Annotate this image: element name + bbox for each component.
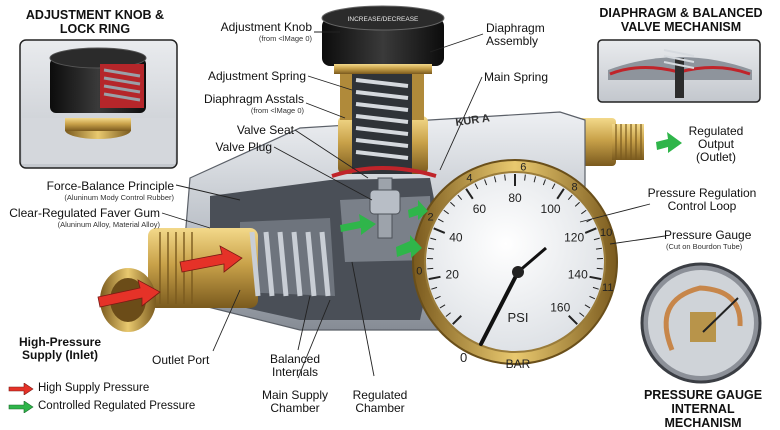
diaphragm-inset-title: DIAPHRAGM & BALANCED VALVE MECHANISM bbox=[598, 6, 764, 34]
regulator-assembly: KUR A INCREASE/DECREASE bbox=[100, 6, 644, 371]
gauge-outer-tick-label: 80 bbox=[508, 191, 522, 205]
gauge-outer-tick-label: 140 bbox=[568, 267, 588, 281]
label-diaphragm-assstals-title: Diaphragm Asstals bbox=[190, 93, 304, 106]
knob-label: INCREASE/DECREASE bbox=[348, 16, 419, 23]
valve-plug bbox=[370, 190, 400, 214]
gauge-inner-tick-label: 6 bbox=[520, 161, 526, 173]
label-pressure-gauge-sub: (Cut on Bourdon Tube) bbox=[664, 242, 770, 251]
knob-inset bbox=[20, 40, 177, 168]
diaphragm-inset bbox=[598, 40, 760, 102]
gauge-inner-tick-label: 2 bbox=[427, 211, 433, 223]
label-outlet-port: Outlet Port bbox=[152, 354, 222, 367]
gauge-outer-tick-label: 60 bbox=[473, 202, 487, 216]
label-clear-regulated-title: Clear-Regulated Faver Gum bbox=[8, 207, 160, 220]
gauge-outer-tick-label: 100 bbox=[541, 202, 561, 216]
label-valve-plug: Valve Plug bbox=[196, 141, 272, 154]
label-valve-seat: Valve Seat bbox=[220, 124, 294, 137]
gauge-inner-tick-label: 11 bbox=[602, 282, 613, 294]
gauge-inset-title: PRESSURE GAUGE INTERNAL MECHANISM bbox=[636, 388, 770, 430]
legend-red-arrow-icon bbox=[8, 383, 34, 395]
label-balanced-internals: Balanced Internals bbox=[258, 353, 332, 379]
gauge-inset bbox=[642, 264, 760, 382]
label-clear-regulated-sub: (Aluninum Alloy, Material Alloy) bbox=[8, 220, 160, 229]
legend-green-arrow-icon bbox=[8, 401, 34, 413]
lock-ring bbox=[334, 64, 432, 74]
gauge-start-tick: 0 bbox=[460, 350, 467, 365]
legend-regulated: Controlled Regulated Pressure bbox=[38, 400, 195, 412]
gauge-outer-tick-label: 20 bbox=[446, 267, 460, 281]
gauge-inner-tick-label: 10 bbox=[600, 227, 612, 239]
label-adjustment-knob-title: Adjustment Knob bbox=[204, 21, 312, 34]
gauge-inner-tick-label: 8 bbox=[571, 182, 577, 194]
regulated-arrow-outlet bbox=[656, 132, 682, 153]
label-diaphragm-assstals-sub: (from <lMage 0) bbox=[190, 106, 304, 115]
label-diaphragm-assstals: Diaphragm Asstals (from <lMage 0) bbox=[190, 93, 304, 115]
label-main-supply-chamber: Main Supply Chamber bbox=[256, 389, 334, 415]
label-force-balance-title: Force-Balance Principle bbox=[10, 180, 174, 193]
leader-diaphragm-assstals bbox=[306, 103, 345, 118]
gauge-tick bbox=[525, 175, 526, 181]
gauge-inset-movement bbox=[690, 312, 716, 342]
label-adjustment-knob: Adjustment Knob (from <lMage 0) bbox=[204, 21, 312, 43]
gauge-unit-bar: BAR bbox=[506, 357, 531, 371]
legend-high-supply: High Supply Pressure bbox=[38, 382, 149, 394]
gauge-outer-tick-label: 120 bbox=[564, 231, 584, 245]
outlet-fitting-thread bbox=[612, 124, 644, 160]
gauge-inner-tick-label: 0 bbox=[416, 265, 422, 277]
label-force-balance: Force-Balance Principle (Aluninum Mody C… bbox=[10, 180, 174, 202]
label-main-spring: Main Spring bbox=[484, 71, 564, 84]
gauge-hub bbox=[512, 266, 524, 278]
label-force-balance-sub: (Aluninum Mody Control Rubber) bbox=[10, 193, 174, 202]
label-pressure-regulation: Pressure Regulation Control Loop bbox=[638, 187, 766, 213]
gauge-inner-tick-label: 4 bbox=[466, 173, 472, 185]
gauge-unit-psi: PSI bbox=[508, 310, 529, 325]
gauge-outer-tick-label: 160 bbox=[550, 300, 570, 314]
label-diaphragm-assembly: Diaphragm Assembly bbox=[486, 22, 550, 48]
gauge-tick bbox=[505, 175, 506, 181]
label-pressure-gauge: Pressure Gauge (Cut on Bourdon Tube) bbox=[664, 229, 770, 251]
label-high-pressure-supply: High-Pressure Supply (Inlet) bbox=[8, 336, 112, 362]
label-regulated-chamber: Regulated Chamber bbox=[344, 389, 416, 415]
label-adjustment-spring: Adjustment Spring bbox=[196, 70, 306, 83]
leader-pressure-gauge bbox=[610, 236, 665, 244]
gauge-outer-tick-label: 40 bbox=[449, 231, 463, 245]
label-pressure-gauge-title: Pressure Gauge bbox=[664, 229, 770, 242]
knob-inset-lockring-side bbox=[65, 118, 131, 131]
knob-inset-title: ADJUSTMENT KNOB & LOCK RING bbox=[15, 8, 175, 36]
label-clear-regulated: Clear-Regulated Faver Gum (Aluninum Allo… bbox=[8, 207, 160, 229]
label-adjustment-knob-sub: (from <lMage 0) bbox=[204, 34, 312, 43]
label-regulated-output: Regulated Output (Outlet) bbox=[684, 125, 748, 164]
